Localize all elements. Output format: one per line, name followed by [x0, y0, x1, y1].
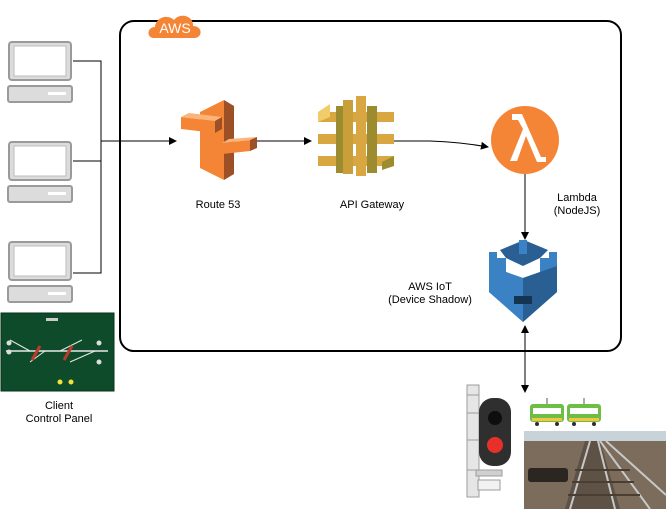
arrow-api-gateway-to-lambda — [394, 140, 489, 150]
control-panel-image — [0, 312, 115, 392]
aws-badge-label: AWS — [159, 20, 190, 36]
railway-signal-icon — [466, 384, 511, 498]
train-icon — [567, 398, 601, 426]
lambda-label-line1: Lambda — [557, 192, 597, 204]
client-caption-line1: Client — [44, 400, 74, 412]
train-icon — [530, 398, 564, 426]
lambda-icon — [491, 106, 559, 174]
aws-cloud-boundary — [119, 20, 622, 352]
client-control-panel-caption: Client Control Panel — [9, 400, 109, 426]
lambda-label: Lambda (NodeJS) — [537, 192, 617, 218]
aws-iot-label-line1: AWS IoT — [408, 281, 452, 293]
aws-iot-label-line2: (Device Shadow) — [388, 294, 472, 306]
lambda-label-line2: (NodeJS) — [553, 205, 601, 217]
route53-icon — [181, 100, 257, 180]
api-gateway-icon — [318, 96, 394, 176]
aws-iot-label: AWS IoT (Device Shadow) — [375, 281, 485, 307]
railway-track-image — [524, 431, 667, 510]
api-gateway-label: API Gateway — [339, 199, 405, 211]
route53-label: Route 53 — [195, 199, 241, 211]
client-connector — [73, 60, 102, 274]
client-caption-line2: Control Panel — [25, 413, 93, 425]
aws-badge-icon: AWS — [148, 15, 201, 38]
computer-icon[interactable] — [7, 41, 73, 103]
computer-icon[interactable] — [7, 241, 73, 303]
computer-icon[interactable] — [7, 141, 73, 203]
aws-iot-icon — [489, 240, 557, 322]
